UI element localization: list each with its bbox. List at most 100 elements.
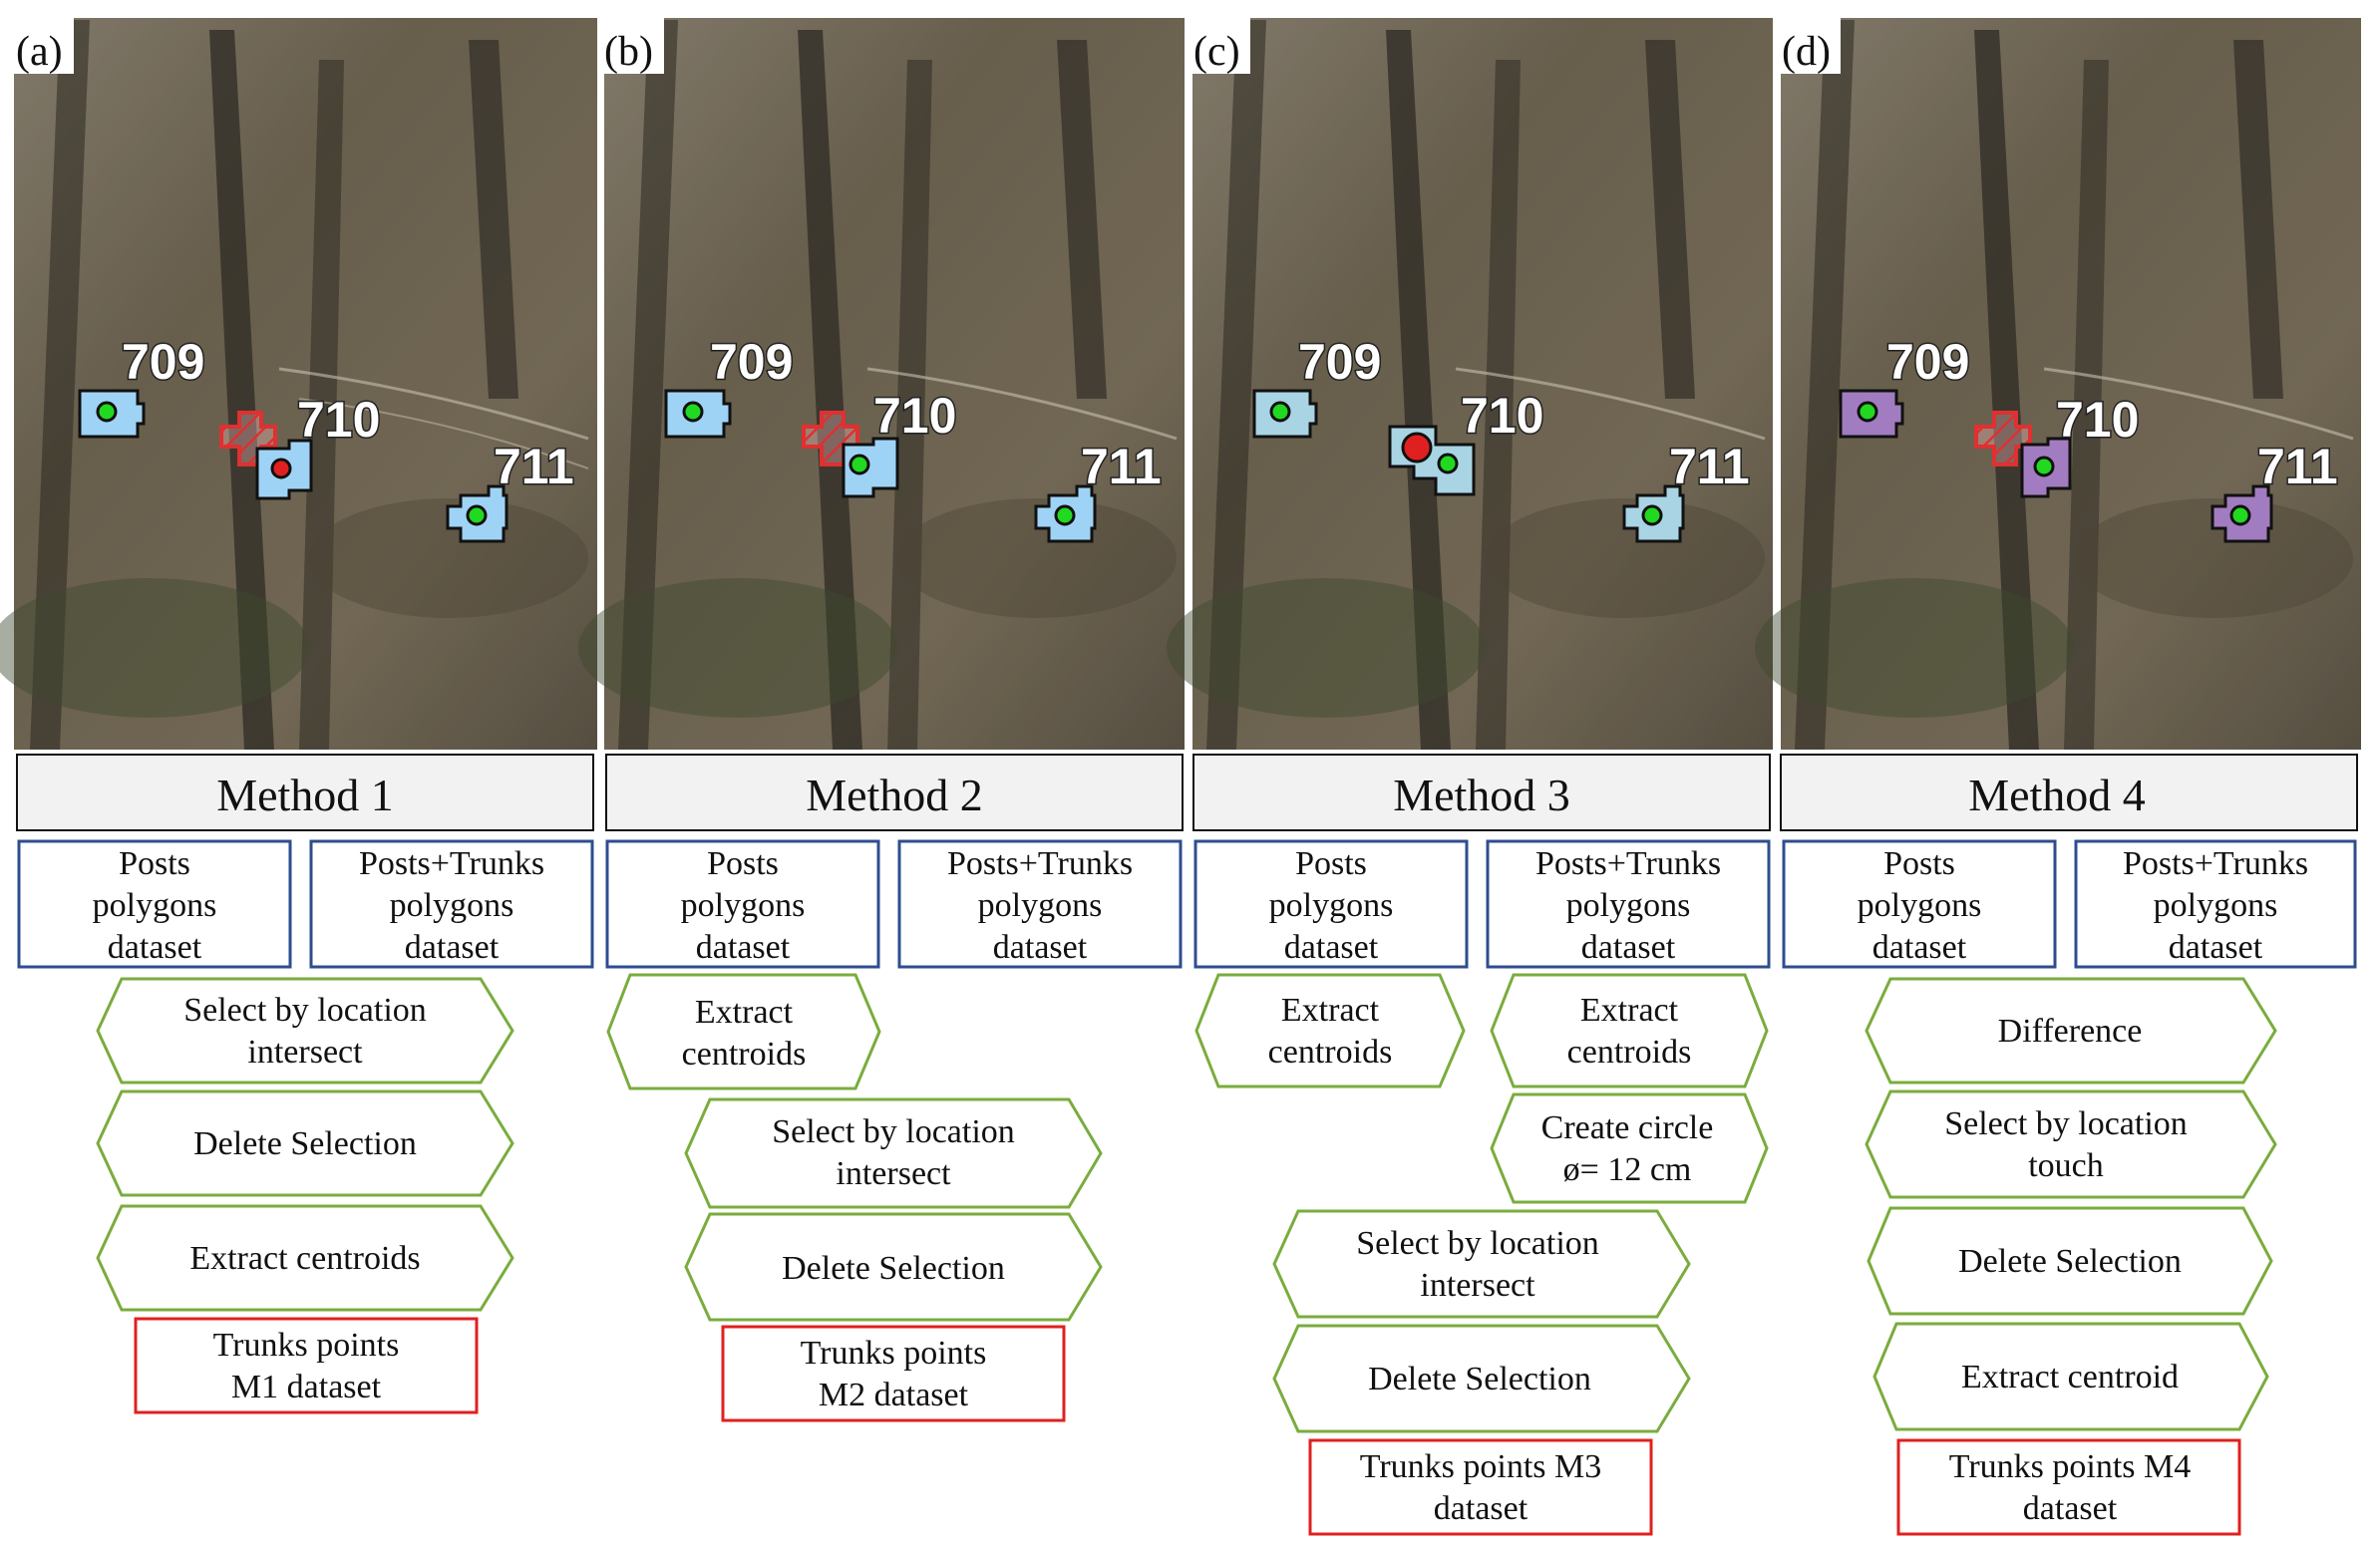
step-box-c-2 bbox=[1490, 973, 1769, 1088]
step-label-a-2: Delete Selection bbox=[193, 1125, 417, 1162]
step-label-b-3: Delete Selection bbox=[782, 1250, 1005, 1287]
centroid-icon bbox=[682, 401, 704, 423]
input-box-posts-trunks-d bbox=[2074, 839, 2357, 969]
output-box-a bbox=[134, 1317, 479, 1414]
method-header-c bbox=[1192, 754, 1771, 831]
tree-710-polygon-a bbox=[219, 411, 313, 500]
step-label-d-1: Difference bbox=[1998, 1013, 2143, 1050]
method-header-a bbox=[16, 754, 594, 831]
tree-label-711-c: 711 bbox=[1669, 439, 1750, 494]
output-box-c bbox=[1308, 1438, 1653, 1536]
centroid-icon bbox=[2033, 456, 2055, 477]
method-title-c: Method 3 bbox=[1393, 770, 1570, 820]
tree-label-709-c: 709 bbox=[1298, 334, 1381, 390]
step-box-c-4 bbox=[1272, 1209, 1691, 1319]
tree-709-polygon-c bbox=[1252, 389, 1318, 439]
tree-709-polygon-a bbox=[78, 389, 146, 439]
step-box-d-2 bbox=[1865, 1089, 2277, 1199]
step-box-a-2 bbox=[96, 1089, 514, 1197]
step-box-c-3 bbox=[1490, 1092, 1769, 1204]
method-title-a: Method 1 bbox=[216, 770, 394, 820]
aerial-photo-a bbox=[0, 18, 597, 750]
step-box-c-1 bbox=[1194, 973, 1466, 1088]
aerial-photo-b bbox=[578, 18, 1185, 750]
step-box-c-5 bbox=[1272, 1324, 1691, 1433]
centroid-icon bbox=[849, 454, 870, 475]
step-box-d-4 bbox=[1872, 1322, 2269, 1431]
output-box-d bbox=[1896, 1438, 2241, 1536]
aerial-photo-c bbox=[1167, 18, 1773, 750]
centroid-icon bbox=[1437, 453, 1459, 474]
panel-label-bg-b bbox=[604, 18, 664, 74]
step-box-d-3 bbox=[1867, 1206, 2273, 1316]
tree-label-710-a: 710 bbox=[297, 392, 380, 448]
tree-710-polygon-c bbox=[1388, 425, 1476, 496]
input-box-posts-trunks-c bbox=[1486, 839, 1771, 969]
centroid-icon bbox=[466, 504, 488, 526]
step-label-a-3: Extract centroids bbox=[189, 1240, 420, 1277]
panel-label-bg-a bbox=[14, 18, 74, 74]
tree-label-709-d: 709 bbox=[1886, 334, 1969, 390]
tree-711-polygon-d bbox=[2210, 484, 2273, 543]
panel-label-a: (a) bbox=[16, 29, 63, 75]
input-box-posts-b bbox=[605, 839, 880, 969]
tree-label-709-a: 709 bbox=[122, 334, 204, 390]
tree-709-polygon-d bbox=[1839, 389, 1904, 439]
centroid-icon bbox=[96, 401, 118, 423]
aerial-photo-d bbox=[1755, 18, 2361, 750]
input-box-posts-a bbox=[17, 839, 292, 969]
method-header-d bbox=[1780, 754, 2358, 831]
panel-label-bg-c bbox=[1192, 18, 1250, 74]
step-label-d-3: Delete Selection bbox=[1958, 1243, 2182, 1280]
step-box-a-1 bbox=[96, 977, 514, 1085]
centroid-icon bbox=[1269, 401, 1291, 423]
panel-label-b: (b) bbox=[604, 29, 653, 75]
tree-709-polygon-b bbox=[664, 389, 732, 439]
step-box-b-2 bbox=[684, 1097, 1103, 1209]
tree-label-710-d: 710 bbox=[2056, 392, 2139, 448]
method-title-b: Method 2 bbox=[806, 770, 983, 820]
step-label-d-4: Extract centroid bbox=[1961, 1359, 2179, 1396]
centroid-icon bbox=[2229, 504, 2251, 526]
tree-711-polygon-a bbox=[446, 484, 509, 543]
step-box-b-1 bbox=[606, 973, 881, 1090]
tree-label-710-c: 710 bbox=[1461, 388, 1543, 444]
centroid-icon bbox=[1054, 504, 1076, 526]
tree-label-711-a: 711 bbox=[494, 439, 574, 494]
tree-711-polygon-b bbox=[1034, 484, 1097, 543]
tree-label-711-b: 711 bbox=[1081, 439, 1162, 494]
panel-label-d: (d) bbox=[1782, 29, 1831, 75]
step-box-b-3 bbox=[684, 1212, 1103, 1322]
tree-label-710-b: 710 bbox=[873, 388, 956, 444]
panel-label-bg-d bbox=[1781, 18, 1841, 74]
centroid-icon bbox=[1857, 401, 1878, 423]
centroid-icon bbox=[1641, 504, 1663, 526]
trunk-point-icon bbox=[270, 458, 292, 479]
step-box-a-3 bbox=[96, 1204, 514, 1312]
output-box-b bbox=[721, 1325, 1066, 1422]
step-box-d-1 bbox=[1865, 977, 2277, 1085]
method-title-d: Method 4 bbox=[1968, 770, 2146, 820]
trunk-circle-icon bbox=[1401, 432, 1433, 464]
input-box-posts-trunks-a bbox=[309, 839, 594, 969]
